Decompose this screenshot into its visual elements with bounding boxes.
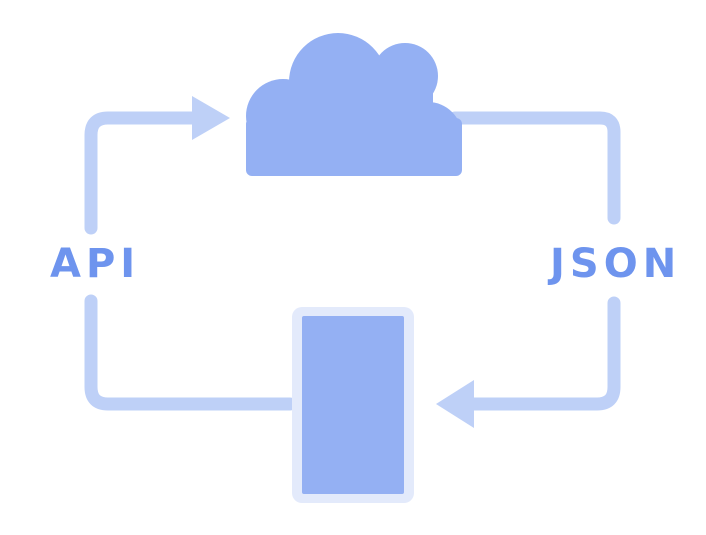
phone-icon bbox=[292, 307, 414, 503]
json-connector-line bbox=[448, 111, 621, 411]
json-label: JSON bbox=[550, 241, 682, 287]
api-label: API bbox=[50, 241, 141, 287]
phone-screen bbox=[302, 316, 404, 494]
json-arrow-head bbox=[436, 380, 474, 428]
api-connector-line bbox=[84, 111, 297, 411]
api-arrow-head bbox=[192, 96, 230, 140]
cloud-icon bbox=[246, 33, 462, 176]
